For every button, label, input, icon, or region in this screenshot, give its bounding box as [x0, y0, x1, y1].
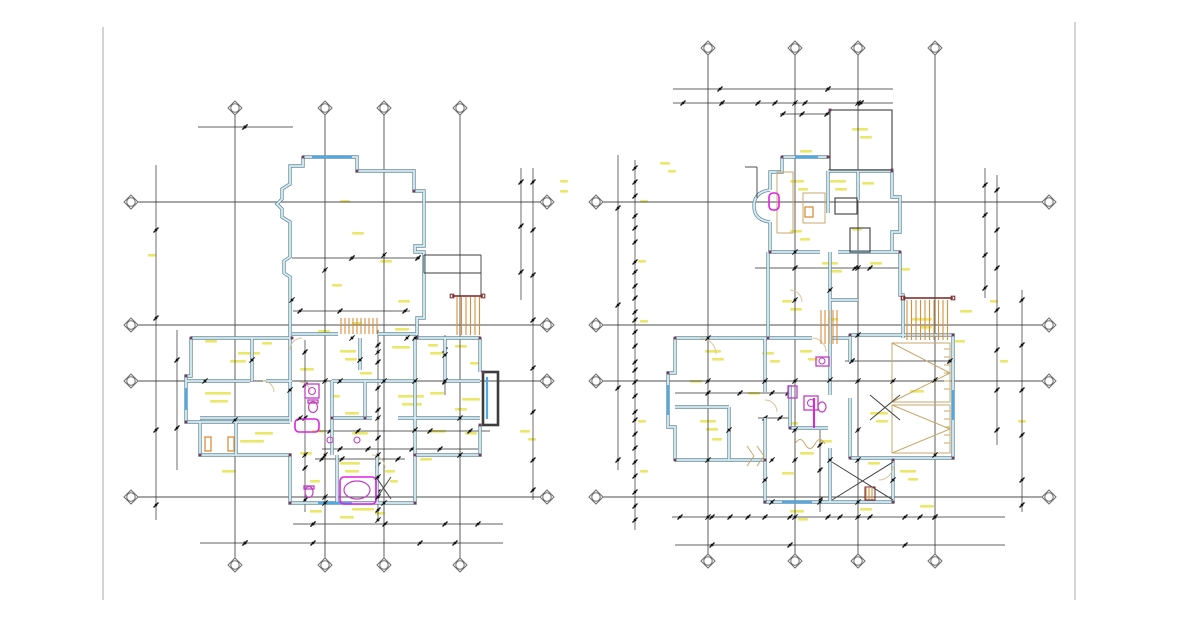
stairs [820, 295, 956, 501]
thin-lines [745, 109, 893, 253]
door-swings [699, 289, 894, 481]
dimension-lines [153, 124, 536, 546]
plumbing-fixtures [768, 192, 830, 428]
plumbing-fixtures [294, 383, 377, 505]
grid-bubbles [123, 100, 555, 573]
diagonal-marks [375, 476, 392, 500]
diagonal-marks [831, 394, 901, 501]
grid-lines [603, 55, 1042, 554]
windows [666, 155, 955, 504]
dimension-lines [615, 86, 1025, 548]
left-floor-plan [123, 100, 568, 573]
grid-bubbles [588, 40, 1057, 569]
door-swings [262, 337, 386, 469]
stairs [340, 293, 486, 335]
right-floor-plan [588, 40, 1057, 569]
annotation-marks [638, 128, 1026, 521]
windows [184, 155, 500, 505]
annotation-marks [148, 180, 568, 519]
tick-specks [202, 124, 463, 546]
sheet-border [102, 22, 1076, 600]
casework [746, 171, 952, 467]
corner-dots [666, 108, 955, 504]
corner-dots [184, 155, 485, 505]
tick-specks [705, 86, 953, 520]
thin-lines [423, 254, 482, 296]
walls [666, 155, 955, 504]
casework [204, 436, 235, 452]
